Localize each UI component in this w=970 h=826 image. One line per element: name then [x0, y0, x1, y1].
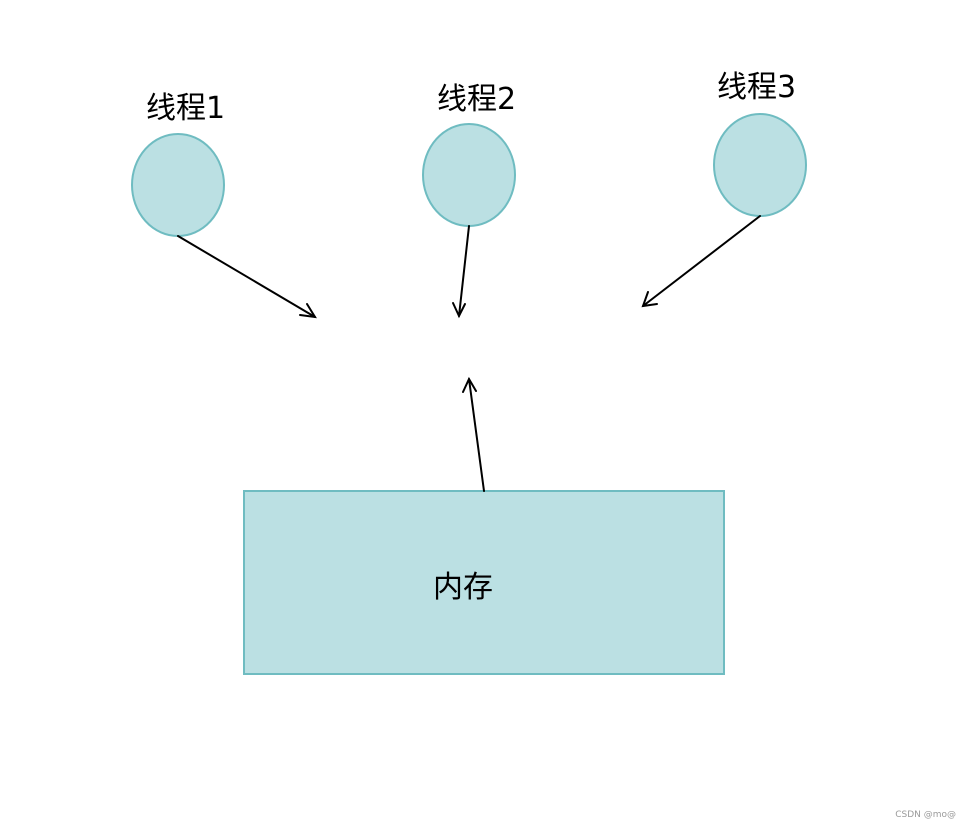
thread-1-label: 线程1 [146, 91, 226, 126]
arrow-thread-1 [177, 235, 317, 319]
arrow-thread-3 [641, 215, 761, 308]
memory-node [243, 490, 725, 675]
thread-3-label: 线程3 [717, 70, 797, 105]
watermark-text: CSDN @mo@ [895, 810, 956, 820]
thread-3-node [713, 113, 807, 217]
thread-2-node [422, 123, 516, 227]
arrow-memory [462, 376, 485, 492]
thread-1-node [131, 133, 225, 237]
arrow-thread-2 [452, 225, 470, 319]
thread-2-label: 线程2 [437, 82, 517, 117]
memory-label: 内存 [433, 570, 493, 605]
